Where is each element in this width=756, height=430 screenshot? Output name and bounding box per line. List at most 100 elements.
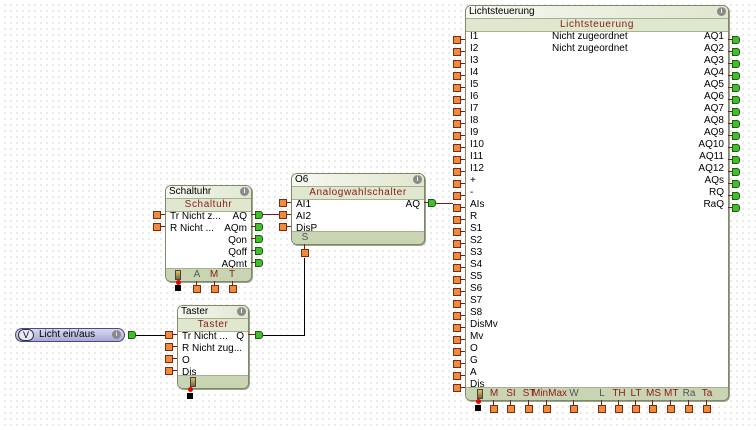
taster-input-pin-dis[interactable] [165,367,173,375]
licht-input-pin[interactable] [453,60,461,68]
param-t[interactable]: T [228,269,236,280]
wire-taster-q-to-analog-s[interactable] [263,335,305,336]
schaltuhr-output-pin-qon[interactable] [255,235,263,243]
analog-param-pin-s[interactable] [301,249,309,257]
schaltuhr-input-pin-tr[interactable] [153,211,161,219]
taster-power-pin[interactable] [187,393,193,399]
licht-output-pin[interactable] [732,132,740,140]
licht-input-pin[interactable] [453,216,461,224]
licht-input-pin[interactable] [453,48,461,56]
licht-param-pin[interactable] [490,405,498,413]
licht-output-pin[interactable] [732,48,740,56]
licht-output-pin[interactable] [732,180,740,188]
licht-param-pin[interactable] [632,405,640,413]
licht-power-pin[interactable] [475,405,481,411]
param-m[interactable]: M [489,388,499,399]
licht-output-pin[interactable] [732,84,740,92]
wire-schaltuhr-aq-to-analog-ai2[interactable] [263,214,285,215]
analog-input-pin-ai2[interactable] [279,211,287,219]
licht-input-pin[interactable] [453,96,461,104]
licht-input-pin[interactable] [453,132,461,140]
licht-input-pin[interactable] [453,108,461,116]
licht-output-pin[interactable] [732,192,740,200]
licht-input-pin[interactable] [453,72,461,80]
licht-param-pin[interactable] [507,405,515,413]
licht-input-pin[interactable] [453,228,461,236]
licht-input-pin[interactable] [453,384,461,392]
param-lt[interactable]: LT [630,388,642,399]
param-mt[interactable]: MT [664,388,679,399]
variable-licht-ein-aus[interactable]: V Licht ein/aus i [15,328,125,342]
licht-param-pin[interactable] [649,405,657,413]
schaltuhr-output-pin-aq[interactable] [255,211,263,219]
taster-input-pin-tr[interactable] [165,331,173,339]
licht-input-pin[interactable] [453,372,461,380]
wire-analog-aq-to-licht-ais[interactable] [434,203,453,204]
licht-input-pin[interactable] [453,360,461,368]
licht-input-pin[interactable] [453,348,461,356]
licht-input-pin[interactable] [453,168,461,176]
param-th[interactable]: TH [612,388,626,399]
licht-param-pin[interactable] [615,405,623,413]
schaltuhr-input-pin-r[interactable] [153,223,161,231]
param-w[interactable]: W [569,388,579,399]
licht-output-pin[interactable] [732,120,740,128]
schaltuhr-output-pin-qoff[interactable] [255,247,263,255]
schaltuhr-power-pin[interactable] [175,285,181,291]
licht-input-pin[interactable] [453,84,461,92]
licht-output-pin[interactable] [732,204,740,212]
licht-input-pin[interactable] [453,144,461,152]
licht-input-pin[interactable] [453,204,461,212]
info-icon[interactable]: i [240,187,249,196]
info-icon[interactable]: i [237,307,246,316]
licht-output-pin[interactable] [732,168,740,176]
param-a[interactable]: A [193,269,201,280]
licht-param-pin[interactable] [703,405,711,413]
variable-output-pin[interactable] [128,331,136,339]
param-ra[interactable]: Ra [682,388,696,399]
licht-output-pin[interactable] [732,60,740,68]
licht-input-pin[interactable] [453,312,461,320]
licht-input-pin[interactable] [453,288,461,296]
licht-input-pin[interactable] [453,264,461,272]
schaltuhr-param-pin-a[interactable] [193,285,201,293]
info-icon[interactable]: i [717,7,726,16]
analog-input-pin-disp[interactable] [279,223,287,231]
param-ms[interactable]: MS [646,388,661,399]
schaltuhr-output-pin-aqm[interactable] [255,223,263,231]
param-ta[interactable]: Ta [701,388,713,399]
licht-input-pin[interactable] [453,324,461,332]
licht-input-pin[interactable] [453,300,461,308]
taster-input-pin-o[interactable] [165,355,173,363]
param-m[interactable]: M [209,269,219,280]
licht-input-pin[interactable] [453,180,461,188]
analog-output-pin-aq[interactable] [428,199,436,207]
taster-input-pin-r[interactable] [165,343,173,351]
schaltuhr-param-pin-t[interactable] [229,285,237,293]
licht-param-pin[interactable] [685,405,693,413]
licht-input-pin[interactable] [453,156,461,164]
licht-param-pin[interactable] [598,405,606,413]
schaltuhr-param-pin-m[interactable] [211,285,219,293]
licht-input-pin[interactable] [453,120,461,128]
licht-input-pin[interactable] [453,276,461,284]
wire-variable-to-taster[interactable] [136,335,170,336]
param-l[interactable]: L [599,388,605,399]
licht-input-pin[interactable] [453,240,461,248]
param-si[interactable]: SI [506,388,516,399]
taster-output-pin-q[interactable] [255,331,263,339]
info-icon[interactable]: i [413,175,422,184]
licht-input-pin[interactable] [453,252,461,260]
licht-output-pin[interactable] [732,96,740,104]
licht-param-pin[interactable] [543,405,551,413]
licht-input-pin[interactable] [453,336,461,344]
licht-param-pin[interactable] [667,405,675,413]
licht-output-pin[interactable] [732,36,740,44]
licht-output-pin[interactable] [732,156,740,164]
wire-taster-q-to-analog-s-vertical[interactable] [304,258,305,336]
licht-param-pin[interactable] [570,405,578,413]
